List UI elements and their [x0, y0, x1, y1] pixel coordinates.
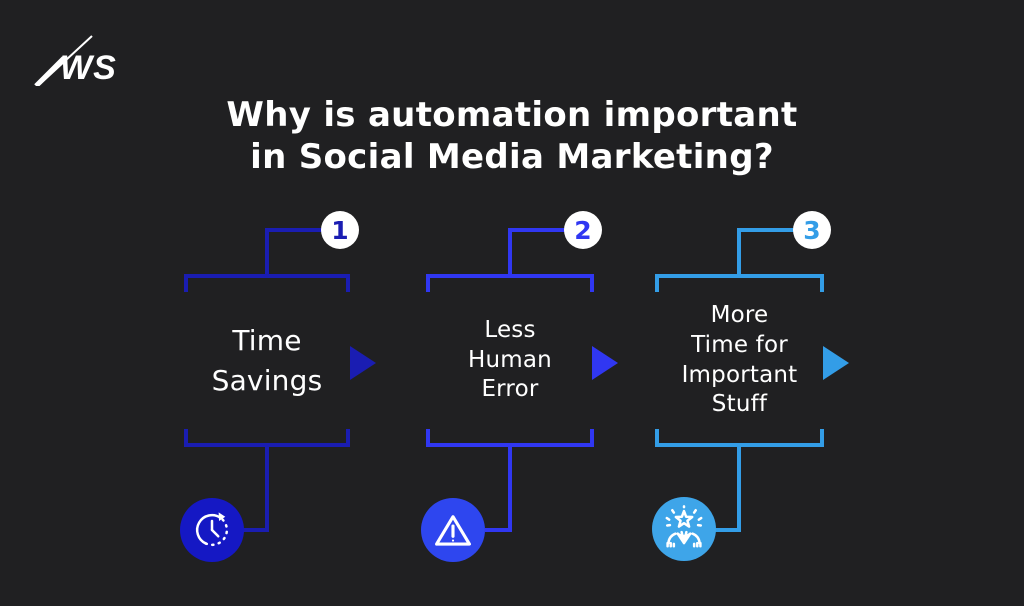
page-title-line1: Why is automation important: [226, 95, 798, 135]
brand-logo: WS: [34, 34, 154, 88]
step-label-2: Less Human Error: [468, 316, 552, 403]
page-title-line2: in Social Media Marketing?: [250, 137, 774, 177]
step-icon-circle-1: [180, 498, 244, 562]
warning-icon: [435, 515, 471, 546]
step-number-3: 3: [803, 215, 821, 245]
arrow-right-icon: [823, 346, 849, 380]
clock-history-icon: [195, 512, 229, 547]
page-title: Why is automation important in Social Me…: [0, 94, 1024, 178]
step-icon-circle-3: [652, 497, 716, 561]
step-label-1: Time Savings: [211, 324, 323, 397]
step-number-2: 2: [574, 215, 592, 245]
step-number-badge-1: 1: [321, 211, 359, 249]
step-number-badge-2: 2: [564, 211, 602, 249]
brand-logo-text: WS: [60, 49, 117, 86]
step-number-badge-3: 3: [793, 211, 831, 249]
step-number-1: 1: [331, 215, 349, 245]
brand-logo-icon: WS: [34, 35, 117, 88]
step-label-3: More Time for Important Stuff: [681, 301, 798, 418]
star-celebration-icon: [665, 505, 703, 548]
step-icon-circle-2: [421, 498, 485, 562]
